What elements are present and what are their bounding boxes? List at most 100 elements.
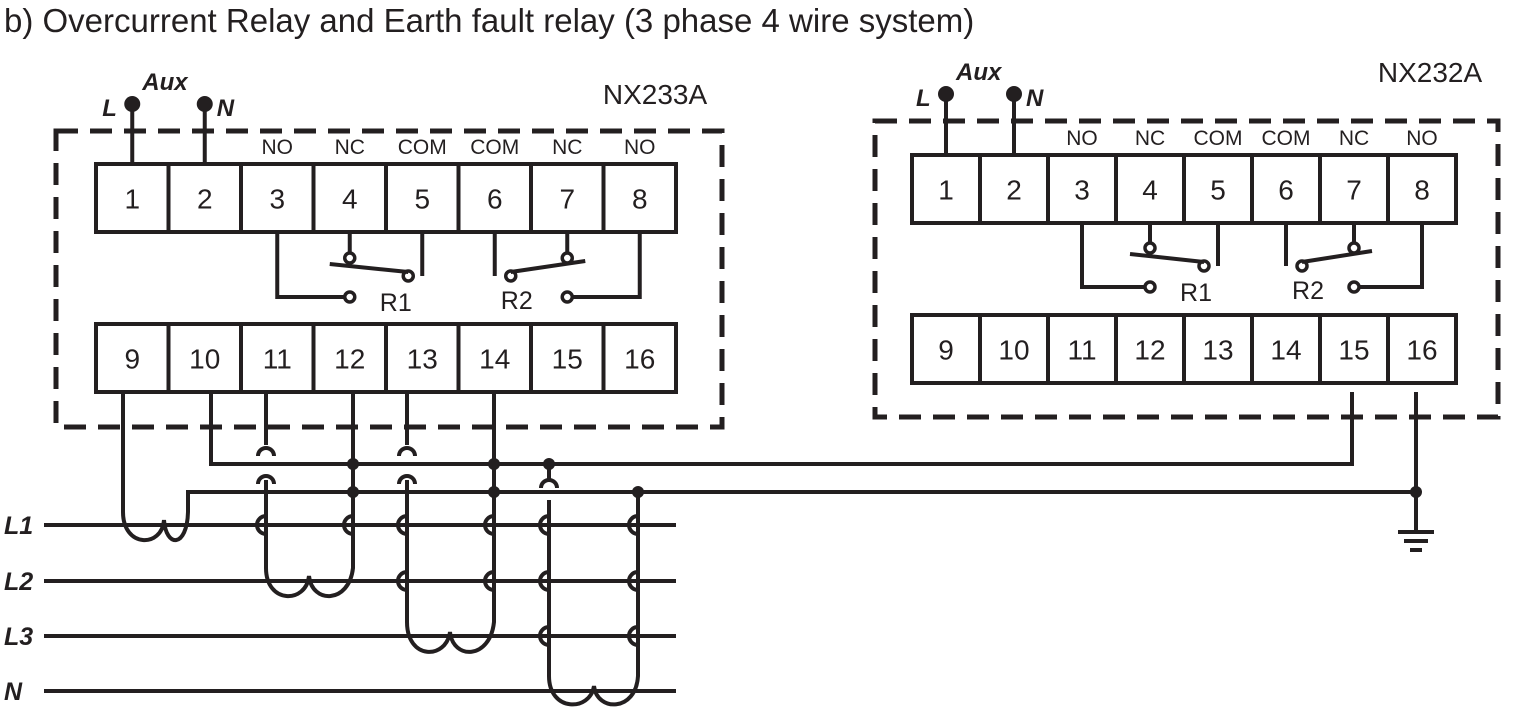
aux-l-label: L	[102, 95, 117, 122]
top-terminal-box	[1114, 153, 1186, 225]
top-terminal-number: 5	[414, 184, 430, 215]
top-terminal-number: 1	[124, 184, 140, 215]
top-terminal-box	[910, 153, 982, 225]
r1-switch-blade	[1129, 252, 1205, 264]
bottom-terminal-number: 13	[407, 344, 438, 375]
contact-label: NO	[262, 136, 294, 159]
contact-label: NC	[552, 136, 582, 159]
crossover-hop	[255, 514, 267, 536]
contact-label: NO	[624, 136, 656, 159]
bottom-terminal-number: 16	[624, 344, 655, 375]
bottom-terminal-box	[166, 322, 243, 394]
r1-nc-contact	[1143, 241, 1157, 255]
top-terminal-box	[1318, 153, 1390, 225]
contact-label: NO	[1066, 127, 1098, 150]
bottom-terminal-box	[910, 313, 982, 385]
crossover-hop	[538, 625, 550, 647]
top-terminal-box	[601, 162, 678, 234]
crossover-hop	[342, 514, 354, 536]
bottom-terminal-number: 9	[938, 335, 954, 366]
r2-no-contact	[1347, 280, 1361, 294]
common-wire-upper	[209, 392, 1354, 466]
relay-model-label: NX233A	[603, 79, 708, 110]
top-terminal-number: 5	[1210, 175, 1226, 206]
top-terminal-box	[1046, 153, 1118, 225]
top-terminal-box	[456, 162, 533, 234]
r1-no-wire	[1080, 223, 1144, 289]
bottom-terminal-box	[601, 322, 678, 394]
top-terminal-number: 1	[938, 175, 954, 206]
bottom-terminal-number: 10	[998, 335, 1029, 366]
line-label-n: N	[4, 678, 23, 706]
contact-label: COM	[398, 136, 447, 159]
ct-l2-coil	[264, 392, 355, 599]
r1-label: R1	[1180, 279, 1212, 307]
aux-n-label: N	[217, 95, 235, 122]
contact-label: COM	[1262, 127, 1311, 150]
bottom-terminal-number: 15	[1338, 335, 1369, 366]
line-label-l1: L1	[4, 512, 33, 540]
junction-dot	[1410, 486, 1422, 498]
relay-enclosure	[53, 128, 725, 430]
top-terminal-box	[978, 153, 1050, 225]
crossover-hop	[256, 446, 276, 457]
top-terminal-number: 8	[632, 184, 648, 215]
top-terminal-number: 4	[1142, 175, 1158, 206]
aux-label: Aux	[955, 59, 1003, 86]
top-terminal-box	[94, 162, 171, 234]
crossover-hop	[627, 514, 639, 536]
contact-label: COM	[470, 136, 519, 159]
crossover-hop	[483, 570, 495, 592]
r1-nc-contact	[343, 251, 357, 265]
r1-label: R1	[380, 289, 412, 317]
aux-label: Aux	[141, 69, 189, 96]
crossover-hop	[538, 570, 550, 592]
bottom-terminal-number: 12	[1134, 335, 1165, 366]
bottom-terminal-number: 14	[1270, 335, 1301, 366]
ct-n-coil	[547, 464, 640, 707]
top-terminal-number: 2	[197, 184, 213, 215]
r2-switch-blade	[510, 259, 586, 274]
crossover-hop	[256, 474, 276, 485]
aux-l-label: L	[916, 85, 931, 112]
r2-label: R2	[501, 287, 533, 315]
bottom-terminal-number: 14	[479, 344, 510, 375]
top-terminal-number: 3	[269, 184, 285, 215]
aux-l-terminal	[938, 86, 954, 102]
bottom-terminal-number: 15	[552, 344, 583, 375]
contact-label: NC	[335, 136, 365, 159]
contact-label: NC	[1339, 127, 1369, 150]
aux-l-terminal	[124, 96, 141, 112]
bottom-terminal-box	[1386, 313, 1458, 385]
top-terminal-number: 6	[487, 184, 503, 215]
top-terminal-number: 6	[1278, 175, 1294, 206]
top-terminal-number: 8	[1414, 175, 1430, 206]
crossover-hop	[397, 446, 417, 457]
top-terminal-number: 2	[1006, 175, 1022, 206]
relay-model-label: NX232A	[1378, 57, 1483, 88]
r2-switch-blade	[1301, 249, 1373, 264]
aux-n-terminal	[196, 96, 213, 112]
crossover-hop	[483, 514, 495, 536]
bottom-terminal-number: 12	[334, 344, 365, 375]
diagram-title: b) Overcurrent Relay and Earth fault rel…	[4, 2, 975, 39]
r2-label: R2	[1292, 277, 1324, 305]
bottom-terminal-box	[1318, 313, 1390, 385]
crossover-hop	[539, 478, 559, 489]
crossover-hop	[397, 474, 417, 485]
crossover-hop	[396, 570, 408, 592]
r1-no-wire	[275, 232, 344, 299]
bottom-terminal-number: 9	[124, 344, 140, 375]
contact-label: NC	[1135, 127, 1165, 150]
relay-enclosure	[872, 118, 1501, 420]
bottom-terminal-box	[1046, 313, 1118, 385]
top-terminal-number: 7	[1346, 175, 1362, 206]
contact-label: NO	[1406, 127, 1438, 150]
aux-n-label: N	[1026, 85, 1044, 112]
bottom-terminal-number: 11	[263, 344, 292, 375]
bottom-terminal-number: 16	[1406, 335, 1437, 366]
crossover-hop	[396, 514, 408, 536]
